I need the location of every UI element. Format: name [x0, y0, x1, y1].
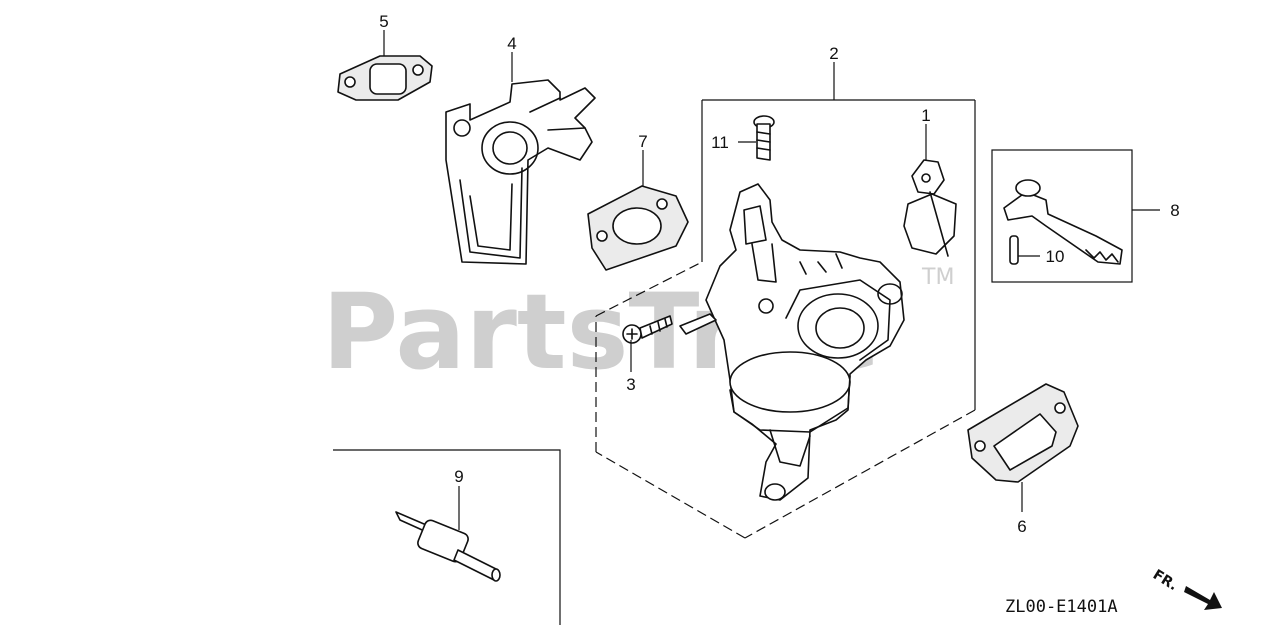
- callout-1: 1: [921, 106, 930, 125]
- callout-5: 5: [379, 12, 388, 31]
- fuel-filter-box: [333, 449, 561, 625]
- gasket-7-part: [587, 185, 689, 271]
- callout-6: 6: [1017, 517, 1026, 536]
- drawing-code: ZL00-E1401A: [1005, 597, 1118, 617]
- pilot-screw-part: [753, 115, 775, 161]
- front-direction-indicator: FR.: [1150, 567, 1222, 610]
- watermark-trademark: TM: [921, 265, 954, 290]
- leader-lines: [383, 30, 1160, 530]
- carburetor-insulator-part: [445, 79, 596, 265]
- callout-9: 9: [454, 467, 463, 486]
- callout-8: 8: [1170, 201, 1179, 220]
- float-valve-part: [903, 159, 957, 257]
- callout-10: 10: [1046, 247, 1065, 266]
- gasket-5-part: [337, 55, 433, 101]
- callout-4: 4: [507, 34, 516, 53]
- front-label: FR.: [1150, 567, 1180, 594]
- screw-part: [622, 313, 717, 344]
- callout-11: 11: [711, 133, 729, 152]
- carburetor-assembly-outline: [595, 99, 976, 539]
- callout-3: 3: [626, 375, 635, 394]
- front-arrow-icon: [1184, 586, 1222, 610]
- callout-2: 2: [829, 44, 838, 63]
- callout-7: 7: [638, 132, 647, 151]
- choke-arm-assembly-part: [991, 149, 1133, 283]
- callout-numbers: 5 4 2 1 7 11 3 8 10 6 9: [379, 12, 1179, 536]
- gasket-6-part: [967, 383, 1079, 483]
- carburetor-body-part: [705, 183, 905, 501]
